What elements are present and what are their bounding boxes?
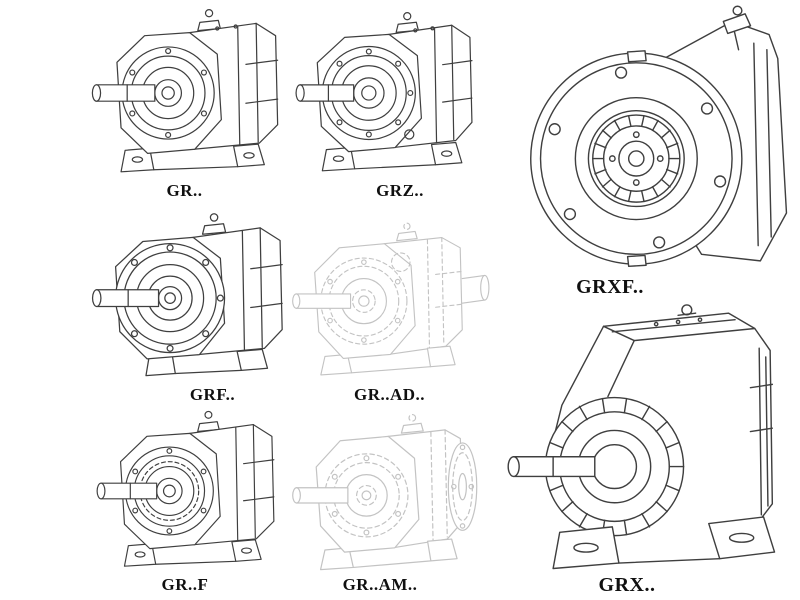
figure-gr-am: GR..AM..	[286, 408, 484, 598]
grxf-drawing-group	[530, 5, 788, 268]
grxf-gearbox-drawing	[530, 5, 788, 268]
gr-drawing-group	[91, 8, 279, 173]
grx-gearbox-drawing	[507, 304, 776, 570]
figure-label-grf: GRF..	[189, 385, 236, 404]
gr-am-gearbox-drawing	[292, 413, 478, 571]
grx-drawing-group	[507, 304, 776, 570]
gr-am-drawing-group	[292, 413, 478, 571]
figure-label-grxf: GRXF..	[576, 276, 644, 298]
figure-gr-f: GR..F	[84, 408, 286, 598]
gr-ad-drawing-group	[292, 222, 490, 376]
figure-grz: GRZ..	[290, 6, 478, 204]
figure-gr-ad: GR..AD..	[286, 210, 493, 408]
figure-gr: GR..	[82, 6, 287, 204]
figure-label-gr-f: GR..F	[161, 575, 209, 594]
figure-label-grx: GRX..	[598, 574, 656, 596]
grz-gearbox-drawing	[295, 12, 473, 172]
figure-grx: GRX..	[494, 300, 792, 598]
grf-drawing-group	[91, 213, 283, 377]
figure-grf: GRF..	[88, 208, 293, 408]
grz-drawing-group	[295, 12, 473, 172]
gr-gearbox-drawing	[91, 8, 279, 173]
figure-label-gr-ad: GR..AD..	[353, 385, 426, 404]
gr-f-gearbox-drawing	[96, 410, 275, 567]
gr-f-drawing-group	[96, 410, 275, 567]
figure-label-grz: GRZ..	[376, 181, 424, 200]
figure-label-gr-am: GR..AM..	[342, 575, 418, 594]
gr-ad-gearbox-drawing	[292, 222, 490, 376]
figure-grxf: GRXF..	[497, 2, 793, 300]
figure-label-gr: GR..	[166, 181, 203, 200]
grf-gearbox-drawing	[91, 213, 283, 377]
